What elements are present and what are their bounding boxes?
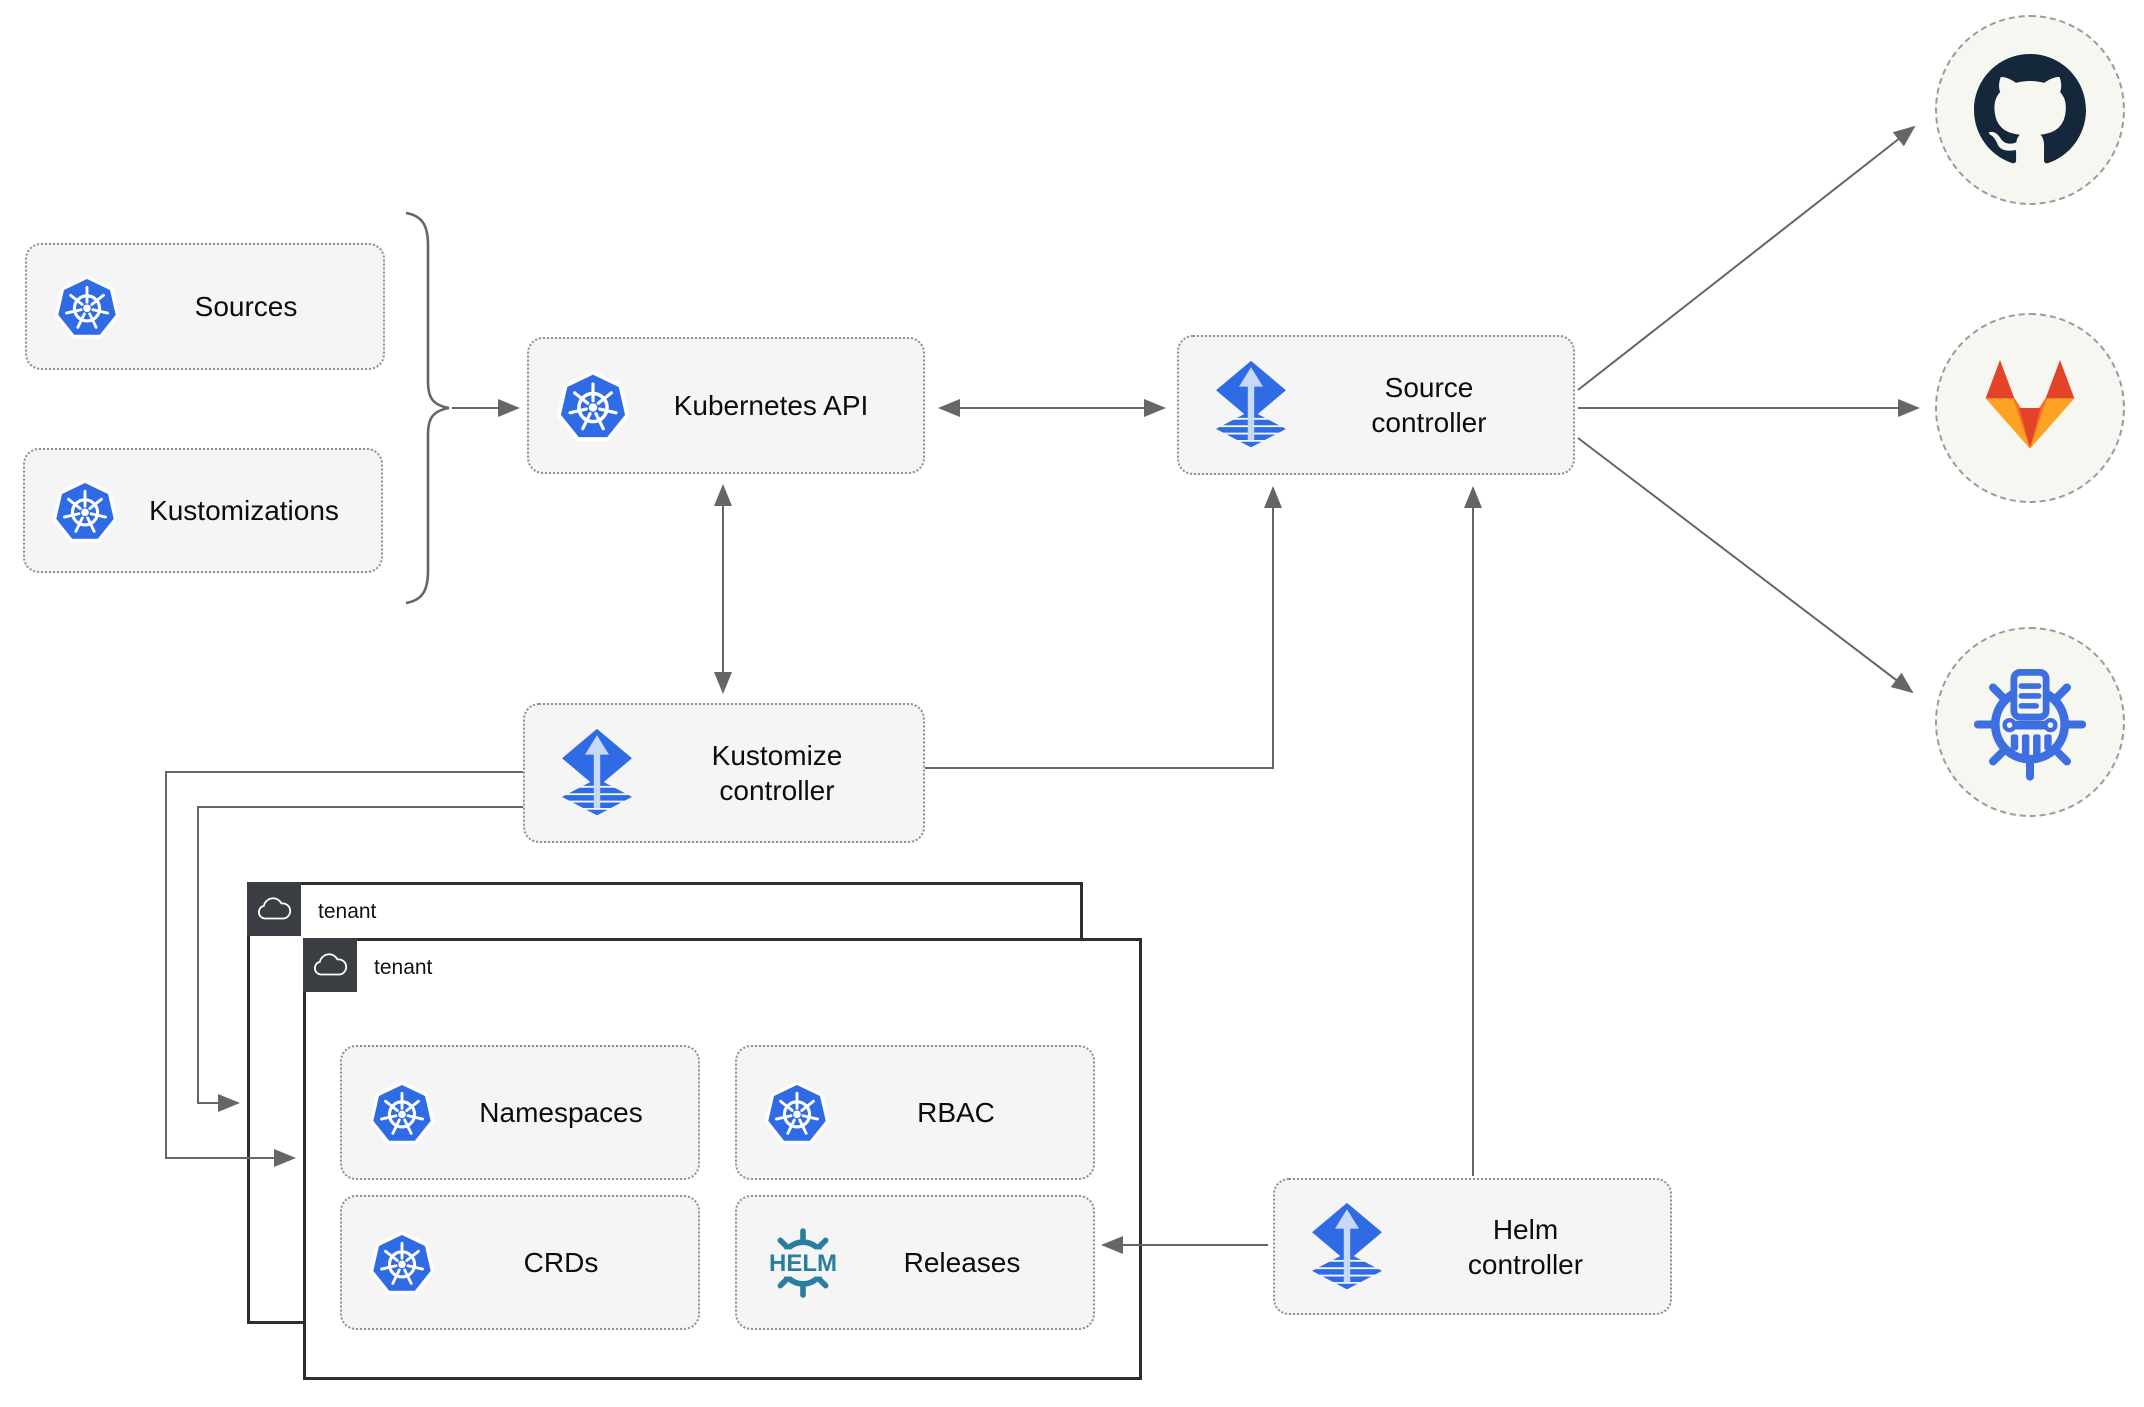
- gitlab-endpoint: [1935, 313, 2125, 503]
- helm-icon: HELM: [767, 1227, 839, 1298]
- node-label: Kustomize controller: [711, 740, 843, 806]
- kubernetes-icon: [51, 477, 119, 545]
- github-endpoint: [1935, 15, 2125, 205]
- node-label: Kubernetes API: [673, 390, 869, 421]
- node-rbac: RBAC: [735, 1045, 1095, 1180]
- node-source-controller: Source controller: [1177, 335, 1575, 475]
- tenant-badge: [303, 938, 357, 992]
- edge-source-to-github: [1577, 125, 1916, 391]
- tenant-label: tenant: [318, 900, 377, 923]
- tenant-label: tenant: [374, 956, 433, 979]
- flux-icon: [1301, 1199, 1393, 1295]
- node-releases: HELM Releases: [735, 1195, 1095, 1330]
- edge-kustomize-to-source: [925, 486, 1282, 769]
- node-label: Helm controller: [1467, 1213, 1584, 1280]
- cloud-icon: [256, 896, 292, 923]
- node-label: Kustomizations: [149, 495, 339, 526]
- kubernetes-icon: [368, 1229, 436, 1297]
- node-kubernetes-api: Kubernetes API: [527, 337, 925, 474]
- kubernetes-icon: [53, 273, 121, 341]
- gitlab-icon: [1985, 360, 2075, 449]
- node-label: RBAC: [917, 1097, 995, 1128]
- node-helm-controller: Helm controller: [1273, 1178, 1672, 1315]
- brace-sources-group: [405, 211, 450, 605]
- kubernetes-icon: [555, 368, 631, 444]
- node-label: Namespaces: [479, 1097, 643, 1128]
- helm-logo-text: HELM: [769, 1250, 837, 1277]
- edge-source-to-chartmuseum: [1577, 437, 1914, 694]
- node-namespaces: Namespaces: [340, 1045, 700, 1180]
- kubernetes-icon: [368, 1079, 436, 1147]
- cloud-icon: [312, 952, 348, 979]
- node-label: Sources: [194, 291, 298, 322]
- flux-icon: [551, 725, 643, 821]
- node-label: Source controller: [1371, 372, 1487, 438]
- github-icon: [1974, 54, 2086, 164]
- chartmuseum-icon: [1973, 668, 2087, 781]
- flux-icon: [1205, 357, 1297, 453]
- chartmuseum-endpoint: [1935, 627, 2125, 817]
- node-crds: CRDs: [340, 1195, 700, 1330]
- node-label: CRDs: [523, 1247, 599, 1278]
- tenant-badge: [247, 882, 301, 936]
- node-label: Releases: [903, 1247, 1021, 1278]
- node-kustomize-controller: Kustomize controller: [523, 703, 925, 843]
- node-kustomizations: Kustomizations: [23, 448, 383, 573]
- node-sources: Sources: [25, 243, 385, 370]
- kubernetes-icon: [763, 1079, 831, 1147]
